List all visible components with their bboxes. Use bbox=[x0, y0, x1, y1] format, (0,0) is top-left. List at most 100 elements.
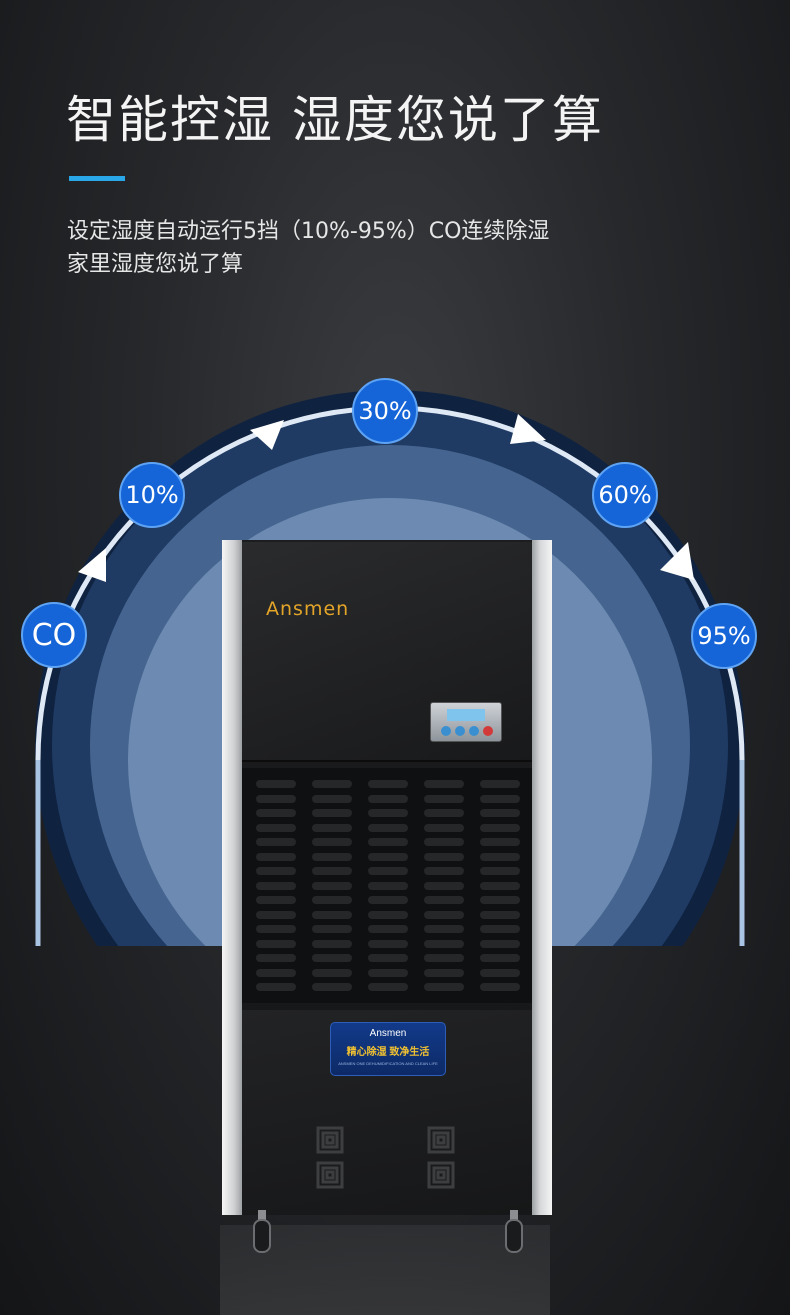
grille-slot bbox=[312, 809, 352, 817]
grille-slot bbox=[256, 910, 296, 919]
arrow-icon bbox=[510, 414, 546, 444]
grille-slot bbox=[256, 881, 296, 890]
grille-slot bbox=[312, 780, 352, 788]
arrow-icon bbox=[250, 420, 284, 450]
grille-slot bbox=[424, 968, 464, 977]
grille-slot bbox=[424, 823, 464, 832]
description: 设定湿度自动运行5挡（10%-95%）CO连续除湿 家里湿度您说了算 bbox=[67, 215, 687, 281]
grille-slot bbox=[480, 794, 520, 803]
grille-slot bbox=[312, 983, 352, 991]
grille-slot bbox=[256, 838, 296, 846]
control-button bbox=[469, 726, 479, 736]
grille-slot bbox=[368, 896, 408, 904]
grille-slot bbox=[368, 910, 408, 919]
dehumidifier-product: Ansmen Ansmen 精心除湿 致净生活 ANSMEN ONE DEHUM… bbox=[222, 540, 552, 1253]
description-line-2: 家里湿度您说了算 bbox=[67, 252, 244, 277]
grille-slot bbox=[480, 968, 520, 977]
grille-slot bbox=[312, 939, 352, 948]
grille-slot bbox=[368, 968, 408, 977]
title-accent-bar bbox=[69, 176, 125, 181]
grille-slot bbox=[480, 852, 520, 861]
grille-slot bbox=[424, 852, 464, 861]
grille-slot bbox=[312, 838, 352, 846]
grille-slot bbox=[312, 794, 352, 803]
grille-slot bbox=[480, 896, 520, 904]
grille-slot bbox=[368, 852, 408, 861]
page-title: 智能控湿 湿度您说了算 bbox=[66, 91, 604, 149]
grille-slot bbox=[368, 925, 408, 933]
humidity-badge-co: CO bbox=[21, 602, 87, 668]
humidity-badge-30: 30% bbox=[352, 378, 418, 444]
grille-slot bbox=[312, 867, 352, 875]
grille-slot bbox=[368, 867, 408, 875]
unit-body: Ansmen Ansmen 精心除湿 致净生活 ANSMEN ONE DEHUM… bbox=[242, 540, 532, 1215]
grille-slot bbox=[256, 867, 296, 875]
grille-slot bbox=[424, 954, 464, 962]
air-intake-grille bbox=[242, 768, 532, 1003]
grille-slot bbox=[424, 809, 464, 817]
grille-slot bbox=[256, 809, 296, 817]
vent-pattern-icon bbox=[427, 1161, 455, 1189]
humidity-badge-60: 60% bbox=[592, 462, 658, 528]
grille-slot bbox=[480, 867, 520, 875]
left-side-panel bbox=[222, 540, 242, 1215]
grille-slot bbox=[368, 838, 408, 846]
grille-slot bbox=[312, 881, 352, 890]
grille-slot bbox=[312, 925, 352, 933]
grille-slot bbox=[256, 968, 296, 977]
grille-slot bbox=[312, 910, 352, 919]
grille-slot bbox=[368, 983, 408, 991]
bottom-panel: Ansmen 精心除湿 致净生活 ANSMEN ONE DEHUMIDIFICA… bbox=[242, 1010, 532, 1215]
arrow-icon bbox=[78, 548, 106, 582]
grille-slot bbox=[368, 939, 408, 948]
floor-stand bbox=[220, 1225, 550, 1315]
grille-slot bbox=[368, 881, 408, 890]
grille-slot bbox=[256, 925, 296, 933]
humidity-badge-10: 10% bbox=[119, 462, 185, 528]
grille-slot bbox=[424, 925, 464, 933]
vent-pattern-icon bbox=[316, 1126, 344, 1154]
grille-slot bbox=[424, 838, 464, 846]
top-panel: Ansmen bbox=[242, 542, 532, 762]
grille-slot bbox=[480, 838, 520, 846]
caster-wheel-icon bbox=[505, 1210, 523, 1253]
plate-tagline: ANSMEN ONE DEHUMIDIFICATION AND CLEAN LI… bbox=[338, 1061, 438, 1066]
grille-slot bbox=[312, 896, 352, 904]
grille-slot bbox=[424, 794, 464, 803]
grille-slot bbox=[424, 780, 464, 788]
grille-slot bbox=[480, 809, 520, 817]
grille-slot bbox=[480, 823, 520, 832]
brand-logo: Ansmen bbox=[266, 598, 350, 620]
grille-slot bbox=[256, 983, 296, 991]
grille-slot bbox=[256, 794, 296, 803]
grille-slot bbox=[424, 867, 464, 875]
grille-slot bbox=[368, 809, 408, 817]
plate-slogan: 精心除湿 致净生活 bbox=[346, 1047, 430, 1058]
grille-slot bbox=[424, 910, 464, 919]
grille-slot bbox=[424, 896, 464, 904]
grille-slot bbox=[368, 780, 408, 788]
grille-slot bbox=[480, 954, 520, 962]
grille-slot bbox=[312, 954, 352, 962]
grille-slot bbox=[480, 925, 520, 933]
grille-slot bbox=[424, 983, 464, 991]
control-display bbox=[447, 709, 485, 721]
grille-slot bbox=[424, 881, 464, 890]
grille-slot bbox=[480, 780, 520, 788]
vent-pattern-icon bbox=[316, 1161, 344, 1189]
arrow-icon bbox=[660, 542, 694, 580]
caster-wheel-icon bbox=[253, 1210, 271, 1253]
grille-slot bbox=[256, 954, 296, 962]
grille-slot bbox=[256, 823, 296, 832]
grille-slot bbox=[312, 852, 352, 861]
grille-slot bbox=[256, 852, 296, 861]
control-panel bbox=[430, 702, 502, 742]
brand-plate: Ansmen 精心除湿 致净生活 ANSMEN ONE DEHUMIDIFICA… bbox=[330, 1022, 446, 1076]
plate-brand: Ansmen bbox=[369, 1028, 407, 1039]
grille-slot bbox=[256, 896, 296, 904]
grille-slot bbox=[312, 968, 352, 977]
grille-slot bbox=[480, 881, 520, 890]
humidity-badge-95: 95% bbox=[691, 603, 757, 669]
control-button bbox=[455, 726, 465, 736]
grille-slot bbox=[480, 939, 520, 948]
